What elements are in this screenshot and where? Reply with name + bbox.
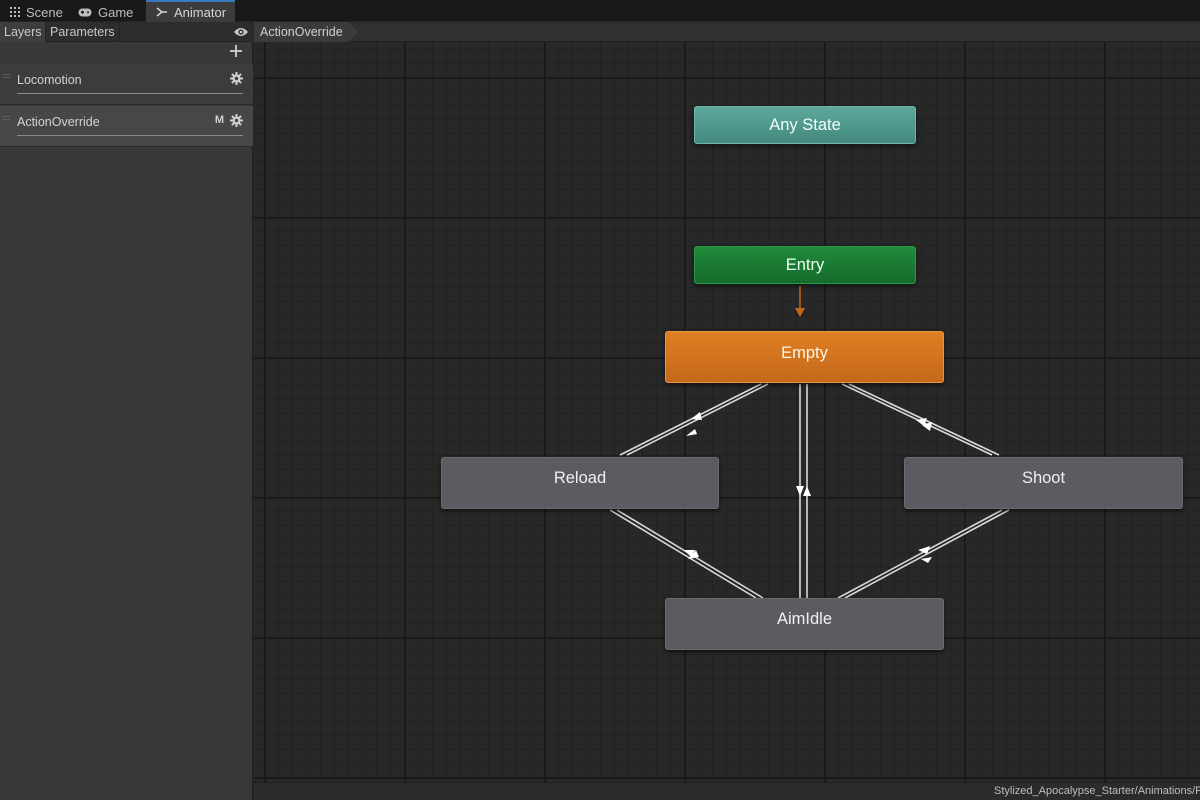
entry-transition[interactable]	[795, 286, 805, 317]
gear-icon[interactable]	[230, 114, 243, 132]
layer-actionoverride[interactable]: ActionOverride M	[0, 106, 253, 147]
drag-handle-icon[interactable]	[2, 74, 10, 78]
transition-arrow-icon	[688, 550, 699, 559]
plus-icon[interactable]	[229, 44, 243, 63]
layer-name: ActionOverride	[17, 115, 100, 129]
status-bar: Stylized_Apocalypse_Starter/Animations/P…	[254, 782, 1200, 800]
transition-arrow-icon	[686, 429, 697, 436]
state-shoot[interactable]: Shoot	[904, 457, 1183, 509]
gamepad-icon	[78, 8, 92, 17]
state-entry[interactable]: Entry	[694, 246, 916, 284]
grid-icon	[10, 7, 20, 17]
transition-arrow-icon	[918, 546, 930, 554]
eye-icon[interactable]	[233, 25, 249, 43]
gear-icon[interactable]	[230, 72, 243, 90]
window-tab-strip: Scene Game Animator	[0, 0, 1200, 22]
transition-arrow-icon	[803, 486, 811, 496]
layer-weight-line	[17, 93, 243, 94]
breadcrumb: ActionOverride	[254, 22, 1200, 42]
state-any-state[interactable]: Any State	[694, 106, 916, 144]
layer-locomotion[interactable]: Locomotion	[0, 64, 253, 105]
layer-weight-line	[17, 135, 243, 136]
transition-arrow-icon	[691, 412, 702, 420]
state-reload[interactable]: Reload	[441, 457, 719, 509]
state-machine-graph[interactable]: Any State Entry Empty Reload Shoot AimId…	[254, 42, 1200, 782]
layer-mask-badge: M	[214, 114, 224, 126]
animator-icon	[156, 7, 168, 17]
state-empty[interactable]: Empty	[665, 331, 944, 383]
tab-layers[interactable]: Layers	[0, 22, 46, 42]
transition-arrow-icon	[796, 486, 804, 496]
layer-name: Locomotion	[17, 73, 82, 87]
state-aimidle[interactable]: AimIdle	[665, 598, 944, 650]
transition-arrow-icon	[921, 557, 932, 563]
tab-game[interactable]: Game	[68, 2, 143, 22]
layers-panel: Layers Parameters Locomotion ActionOverr…	[0, 22, 253, 800]
transition-arrow-icon	[684, 550, 695, 557]
panel-tab-bar: Layers Parameters	[0, 22, 253, 42]
tab-animator-label: Animator	[174, 4, 227, 20]
add-layer-row	[0, 42, 253, 64]
drag-handle-icon[interactable]	[2, 116, 10, 120]
breadcrumb-item[interactable]: ActionOverride	[254, 22, 358, 42]
transition-arrow-icon	[916, 418, 927, 426]
transition-shoot-aimidle[interactable]	[837, 509, 1010, 599]
transition-arrow-icon	[922, 422, 932, 431]
controller-path: Stylized_Apocalypse_Starter/Animations/P…	[994, 785, 1200, 797]
tab-game-label: Game	[98, 4, 134, 20]
tab-scene-label: Scene	[26, 4, 63, 20]
transition-empty-reload[interactable]	[619, 383, 769, 456]
tab-animator[interactable]: Animator	[146, 0, 235, 22]
tab-scene[interactable]: Scene	[0, 2, 73, 22]
transition-reload-aimidle[interactable]	[609, 509, 764, 599]
tab-parameters[interactable]: Parameters	[46, 22, 120, 42]
transition-layer	[609, 286, 1010, 599]
